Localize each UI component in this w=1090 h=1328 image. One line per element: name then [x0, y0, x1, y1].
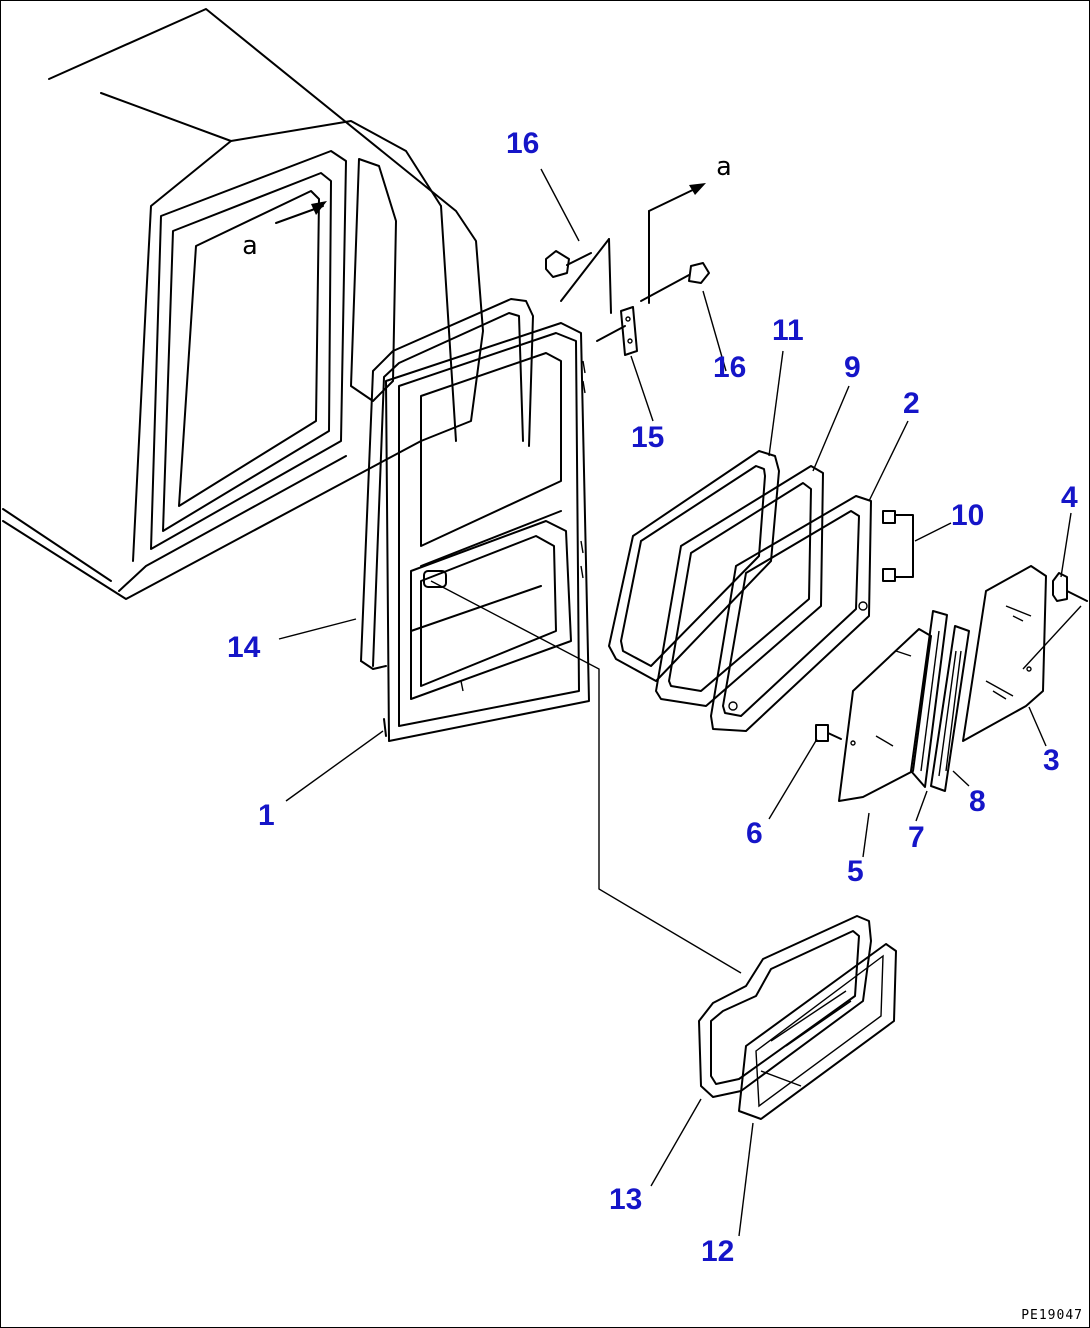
callout-16-right: 16 — [713, 351, 747, 384]
callout-11: 11 — [772, 314, 804, 347]
leader-door-to-lower-glass — [430, 580, 742, 974]
view-ref-a-right: a — [716, 152, 732, 182]
callout-8: 8 — [969, 785, 986, 818]
glass-channel-part-9 — [655, 465, 824, 707]
glass-seal-part-11 — [608, 450, 780, 682]
callout-9: 9 — [844, 351, 861, 384]
window-frame-part-2 — [710, 495, 872, 732]
latch-part-6 — [815, 724, 842, 742]
callout-16-upper: 16 — [506, 127, 540, 160]
hinge-part-15 — [560, 238, 638, 356]
door-frame-part-1 — [383, 322, 590, 742]
callout-2: 2 — [903, 387, 920, 420]
clips-part-10 — [882, 510, 914, 582]
lower-seal-part-13 — [698, 915, 872, 1098]
callout-1: 1 — [258, 799, 275, 832]
seal-strip-part-7 — [910, 610, 948, 788]
sliding-glass-part-3 — [962, 565, 1082, 742]
bolt-part-16-right — [640, 262, 710, 302]
leader-lines — [278, 168, 1072, 1237]
callout-5: 5 — [847, 855, 864, 888]
callout-6: 6 — [746, 817, 763, 850]
drawing-code: PE19047 — [1021, 1308, 1083, 1323]
door-seal-part-14 — [360, 298, 534, 670]
callout-3: 3 — [1043, 744, 1060, 777]
view-arrow-left — [275, 201, 327, 224]
callout-15: 15 — [631, 421, 665, 454]
callout-4: 4 — [1061, 481, 1078, 514]
fixed-glass-part-5 — [838, 628, 932, 802]
callout-10: 10 — [951, 499, 985, 532]
callout-12: 12 — [701, 1235, 735, 1268]
view-arrow-right — [648, 183, 706, 304]
latch-part-4 — [1052, 572, 1088, 602]
view-ref-a-left: a — [242, 231, 258, 261]
cab-body — [2, 8, 484, 600]
callout-13: 13 — [609, 1183, 643, 1216]
callout-14: 14 — [227, 631, 261, 664]
seal-strip-part-8 — [930, 625, 970, 792]
bolt-part-16-upper — [545, 250, 592, 278]
lower-glass-part-12 — [738, 943, 897, 1120]
callout-7: 7 — [908, 821, 925, 854]
